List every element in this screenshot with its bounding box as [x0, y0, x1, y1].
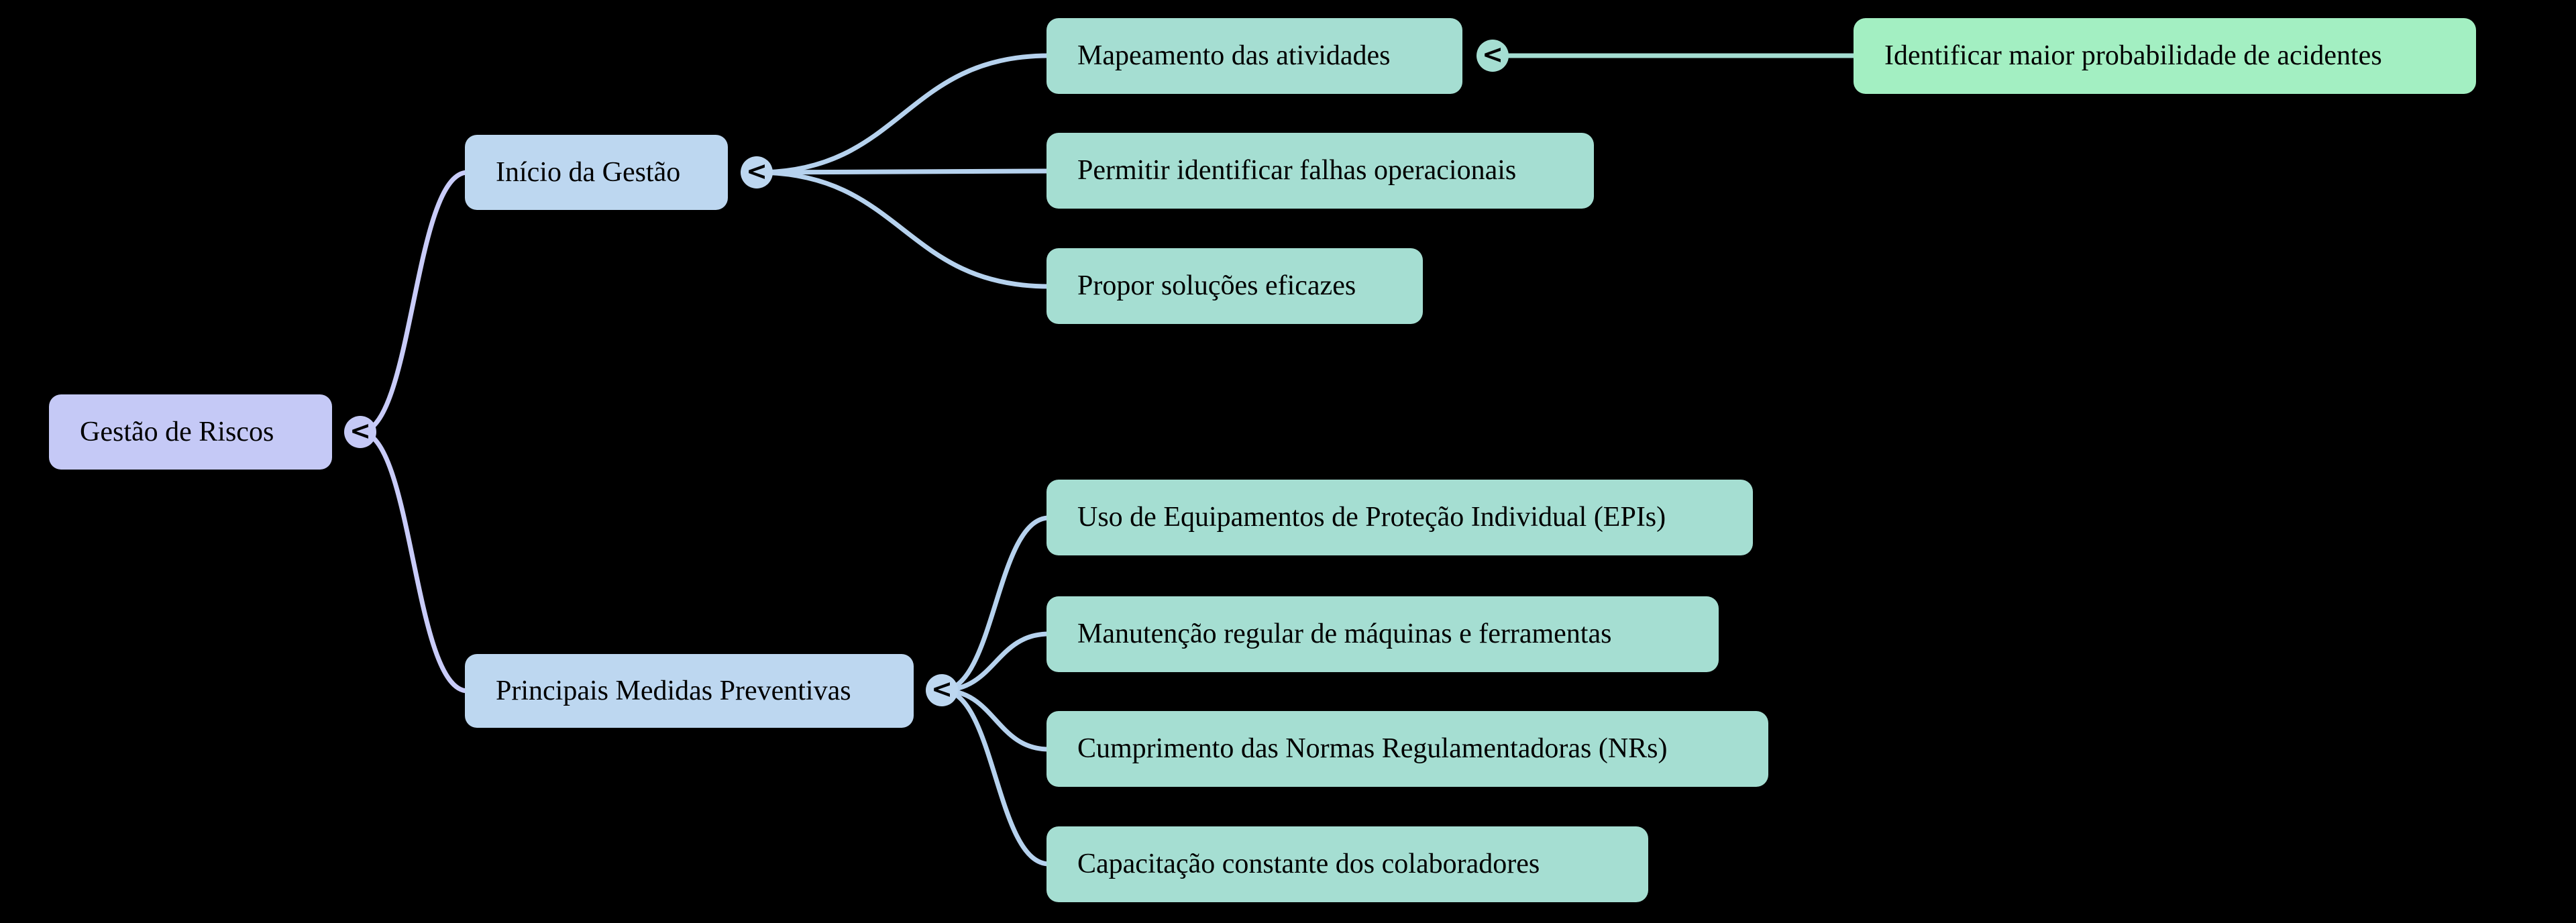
edge-root-to-principais [358, 429, 470, 694]
node-label: Propor soluções eficazes [1077, 270, 1356, 302]
edge-inicio-to-propor [754, 170, 1052, 289]
chevron-left-icon: < [746, 156, 767, 186]
node-manutencao-regular[interactable]: Manutenção regular de máquinas e ferrame… [1046, 596, 1719, 672]
node-identificar-maior-probabilidade[interactable]: Identificar maior probabilidade de acide… [1854, 18, 2476, 94]
edge-root-to-inicio [358, 170, 470, 435]
node-label: Início da Gestão [496, 156, 681, 188]
node-label: Gestão de Riscos [80, 416, 274, 447]
node-permitir-identificar-falhas[interactable]: Permitir identificar falhas operacionais [1046, 133, 1594, 209]
node-label: Principais Medidas Preventivas [496, 675, 851, 706]
edge-principais-to-epis [939, 515, 1052, 693]
node-label: Mapeamento das atividades [1077, 40, 1391, 72]
chevron-left-icon: < [1482, 40, 1503, 69]
edge-principais-to-manutencao [939, 631, 1052, 693]
node-cumprimento-das-normas[interactable]: Cumprimento das Normas Regulamentadoras … [1046, 711, 1768, 787]
edge-principais-to-cumprimento [939, 688, 1052, 752]
toggle-mapeamento-das-atividades[interactable]: < [1477, 40, 1509, 72]
node-label: Manutenção regular de máquinas e ferrame… [1077, 618, 1612, 650]
node-label: Identificar maior probabilidade de acide… [1884, 40, 2382, 72]
node-mapeamento-das-atividades[interactable]: Mapeamento das atividades [1046, 18, 1462, 94]
node-gestao-de-riscos[interactable]: Gestão de Riscos [49, 394, 332, 470]
chevron-left-icon: < [931, 674, 953, 704]
node-label: Capacitação constante dos colaboradores [1077, 849, 1540, 880]
toggle-principais-medidas-preventivas[interactable]: < [926, 674, 958, 706]
node-principais-medidas-preventivas[interactable]: Principais Medidas Preventivas [465, 654, 914, 728]
edge-inicio-to-permitir [754, 168, 1052, 175]
chevron-left-icon: < [350, 416, 371, 445]
edge-principais-to-capacitacao [939, 688, 1052, 867]
node-label: Uso de Equipamentos de Proteção Individu… [1077, 502, 1666, 533]
node-propor-solucoes-eficazes[interactable]: Propor soluções eficazes [1046, 248, 1423, 324]
edge-inicio-to-mapeamento [754, 53, 1052, 175]
node-inicio-da-gestao[interactable]: Início da Gestão [465, 135, 728, 210]
node-uso-de-epis[interactable]: Uso de Equipamentos de Proteção Individu… [1046, 480, 1753, 555]
node-label: Cumprimento das Normas Regulamentadoras … [1077, 733, 1668, 765]
node-capacitacao-constante[interactable]: Capacitação constante dos colaboradores [1046, 826, 1648, 902]
toggle-inicio-da-gestao[interactable]: < [741, 156, 773, 188]
toggle-gestao-de-riscos[interactable]: < [344, 416, 376, 448]
node-label: Permitir identificar falhas operacionais [1077, 155, 1517, 186]
